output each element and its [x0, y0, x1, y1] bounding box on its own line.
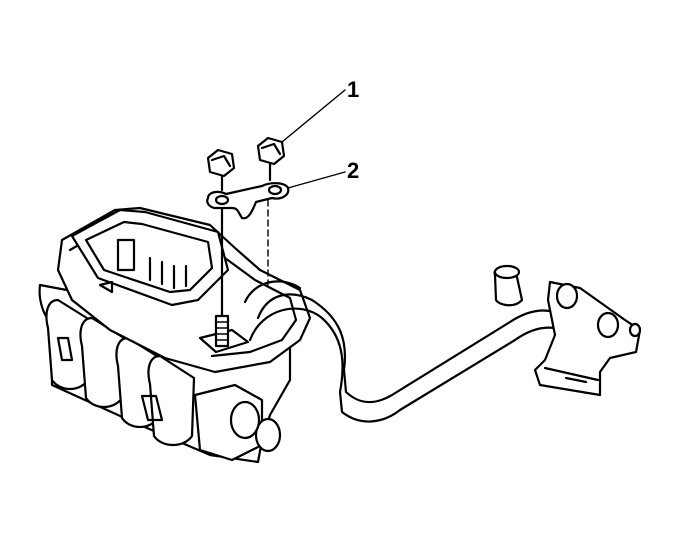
mounting-stud [214, 198, 269, 348]
leader-line-2 [287, 171, 346, 189]
nut-right [256, 136, 286, 182]
pipe-bracket [493, 264, 642, 397]
leader-line-1 [281, 89, 346, 143]
wiring-harness-bracket [206, 182, 290, 220]
callout-2: 2 [347, 158, 359, 183]
nut-left [206, 148, 236, 192]
callout-1: 1 [347, 77, 359, 102]
fuel-pipe [243, 280, 604, 423]
